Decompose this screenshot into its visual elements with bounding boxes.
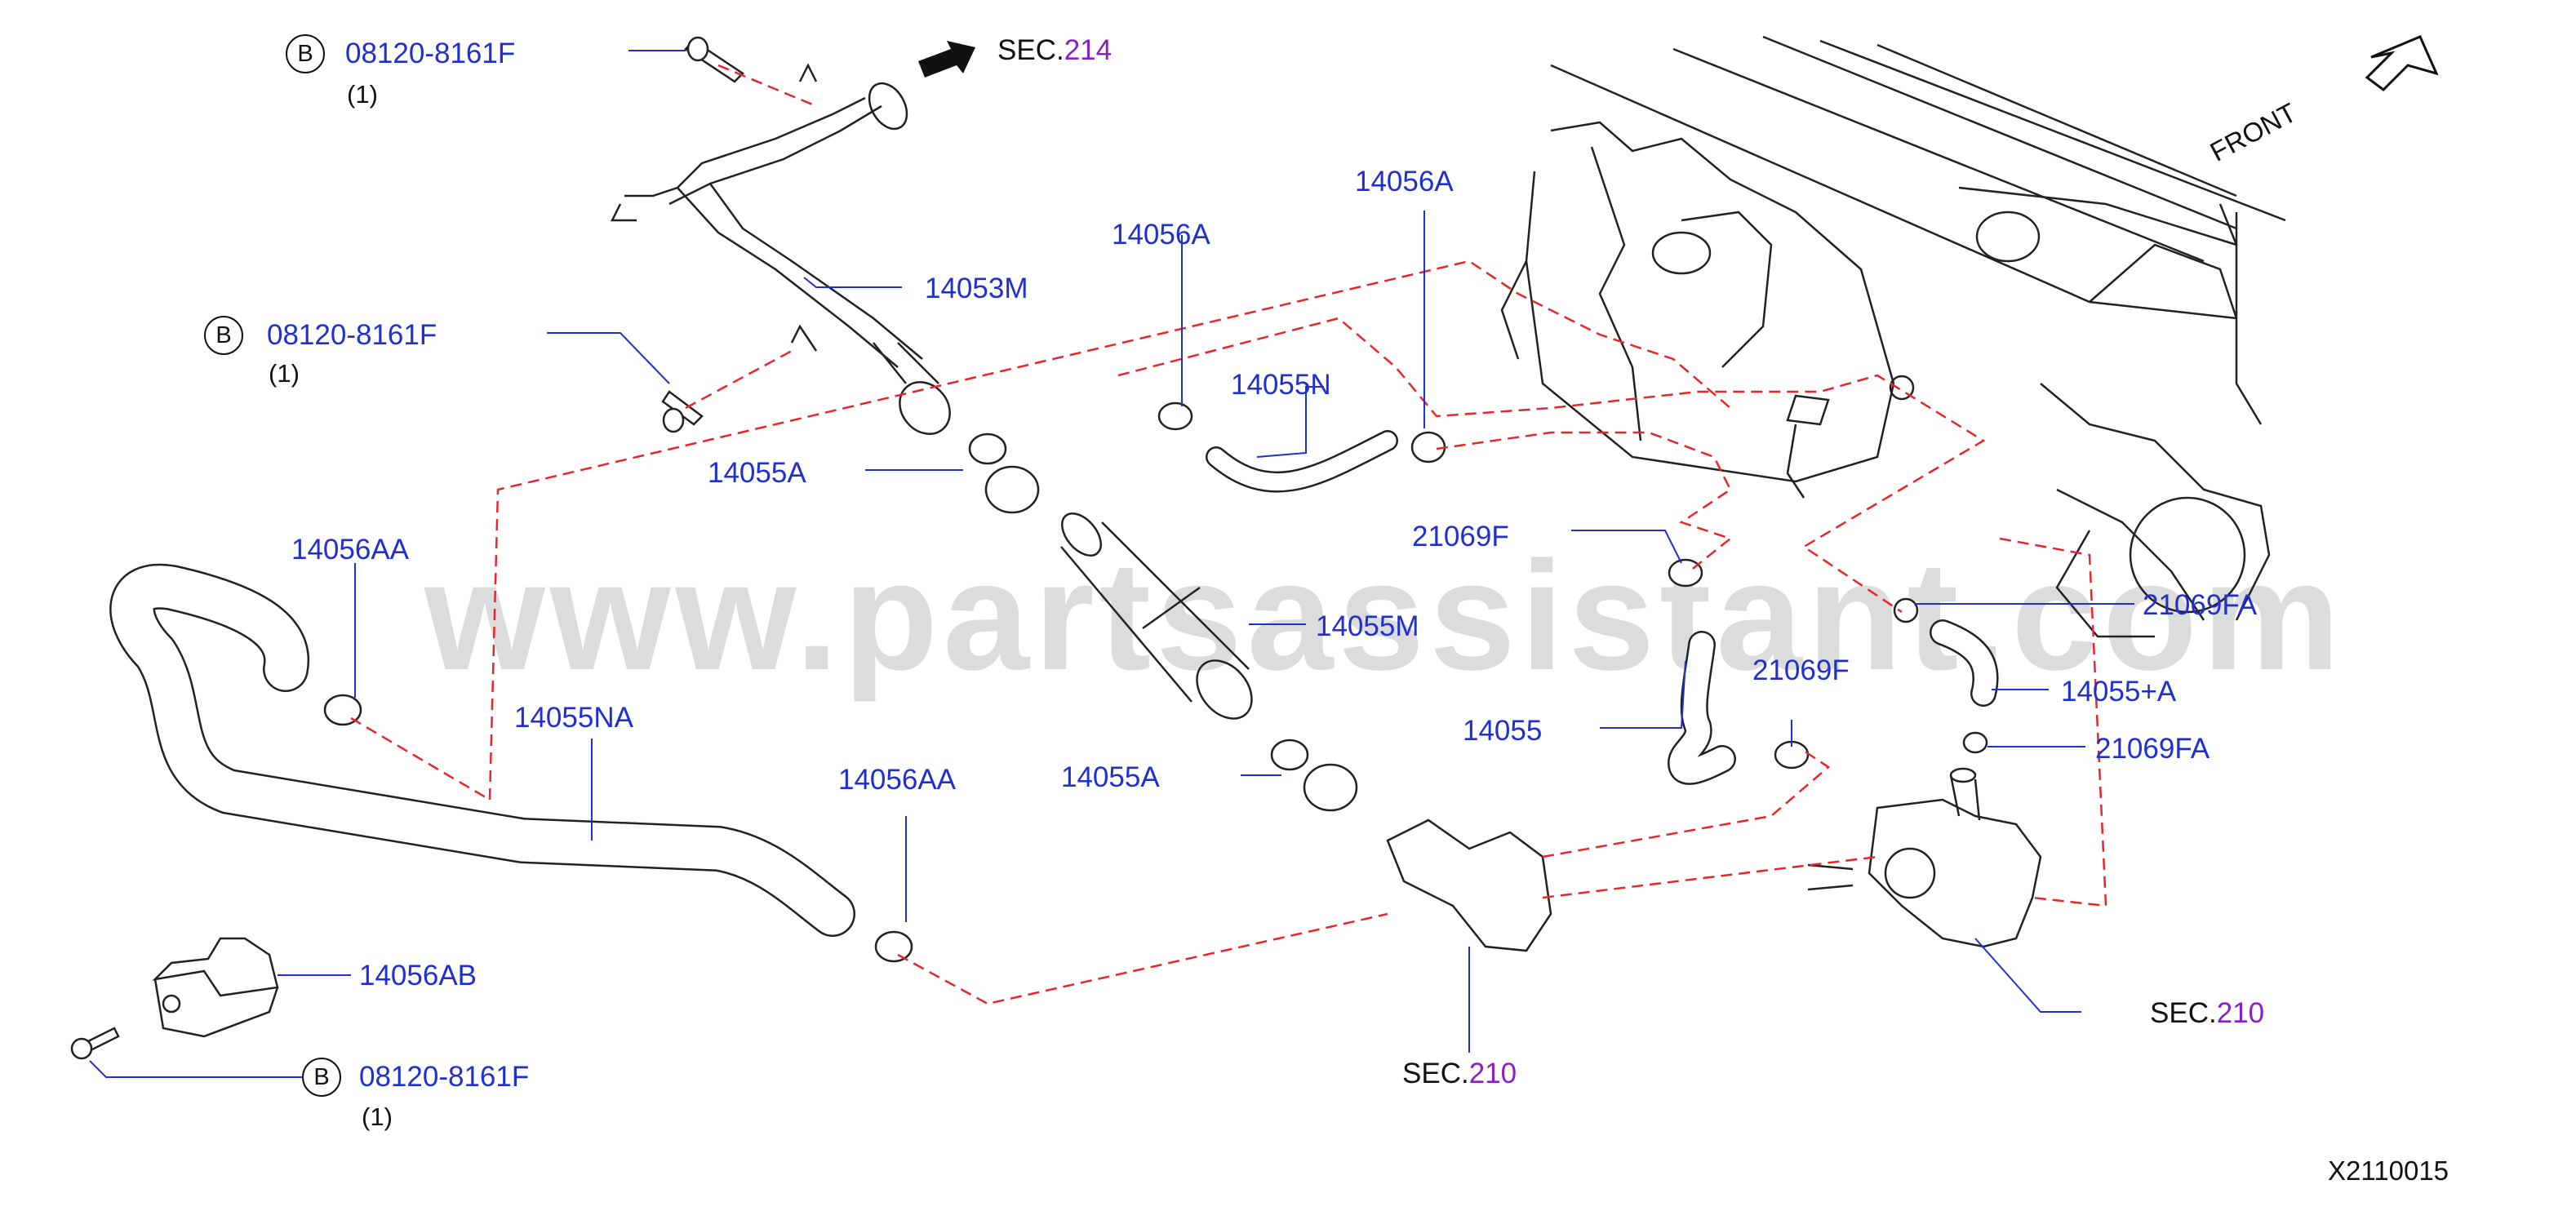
engine-block bbox=[1500, 35, 2286, 638]
part-label-14056a-2[interactable]: 14056A bbox=[1355, 166, 1454, 197]
part-label-14055na[interactable]: 14055NA bbox=[514, 702, 633, 734]
bolt-symbol-badge: B bbox=[204, 316, 243, 355]
sec-214-label: SEC.214 bbox=[997, 36, 1112, 64]
part-label-bolt-3[interactable]: 08120-8161F bbox=[359, 1061, 530, 1093]
part-label-14055-plus-a[interactable]: 14055+A bbox=[2061, 676, 2177, 708]
bolt-symbol-badge: B bbox=[286, 34, 325, 73]
diagram-code: X2110015 bbox=[2328, 1156, 2449, 1186]
bolt-icon bbox=[70, 36, 744, 1060]
front-arrow-icon bbox=[2365, 35, 2439, 91]
part-label-14055m[interactable]: 14055M bbox=[1316, 610, 1419, 642]
part-label-bolt-2[interactable]: 08120-8161F bbox=[267, 319, 437, 351]
part-label-21069f-2[interactable]: 21069F bbox=[1752, 654, 1850, 686]
part-label-21069f-1[interactable]: 21069F bbox=[1412, 521, 1509, 552]
bolt-qty-2: (1) bbox=[269, 359, 300, 388]
part-label-21069fa-1[interactable]: 21069FA bbox=[2143, 589, 2258, 621]
part-label-14053m[interactable]: 14053M bbox=[925, 273, 1028, 304]
part-label-14055a-1[interactable]: 14055A bbox=[708, 457, 806, 489]
part-label-14055a-2[interactable]: 14055A bbox=[1061, 761, 1160, 793]
water-outlet-sec210 bbox=[1386, 818, 1552, 952]
part-label-14056a-1[interactable]: 14056A bbox=[1112, 219, 1210, 251]
sec-prefix: SEC. bbox=[2150, 997, 2217, 1029]
assembly-dashed-lines bbox=[350, 64, 2107, 1005]
sec-210-label-2: SEC.210 bbox=[2150, 999, 2264, 1027]
sec-prefix: SEC. bbox=[1402, 1058, 1469, 1089]
part-label-14056aa-2[interactable]: 14056AA bbox=[838, 764, 957, 796]
sec-prefix: SEC. bbox=[997, 34, 1064, 66]
sec-number: 214 bbox=[1064, 34, 1113, 66]
leader-lines bbox=[89, 50, 2134, 1078]
bolt-qty-1: (1) bbox=[347, 80, 378, 109]
hose-14055m bbox=[1060, 512, 1253, 720]
water-pipe-14053m bbox=[610, 63, 951, 435]
hose-clamp-icon bbox=[323, 401, 1988, 963]
sec-number: 210 bbox=[2216, 997, 2265, 1029]
sec-arrow-icon bbox=[918, 41, 975, 78]
part-label-21069fa-2[interactable]: 21069FA bbox=[2095, 733, 2210, 765]
sec-210-label-1: SEC.210 bbox=[1402, 1059, 1517, 1088]
part-label-14056ab[interactable]: 14056AB bbox=[359, 960, 477, 991]
part-label-bolt-1[interactable]: 08120-8161F bbox=[345, 38, 516, 69]
bolt-symbol-badge: B bbox=[302, 1058, 341, 1097]
part-label-14055n[interactable]: 14055N bbox=[1231, 369, 1331, 401]
bolt-qty-3: (1) bbox=[362, 1102, 393, 1131]
part-label-14056aa-1[interactable]: 14056AA bbox=[291, 534, 410, 566]
sec-number: 210 bbox=[1468, 1058, 1517, 1089]
bracket-14056ab bbox=[152, 937, 279, 1038]
part-label-14055[interactable]: 14055 bbox=[1463, 715, 1543, 747]
watermark: www.partsassistant.com bbox=[424, 530, 2345, 703]
thermostat-housing-sec210 bbox=[1807, 767, 2042, 948]
